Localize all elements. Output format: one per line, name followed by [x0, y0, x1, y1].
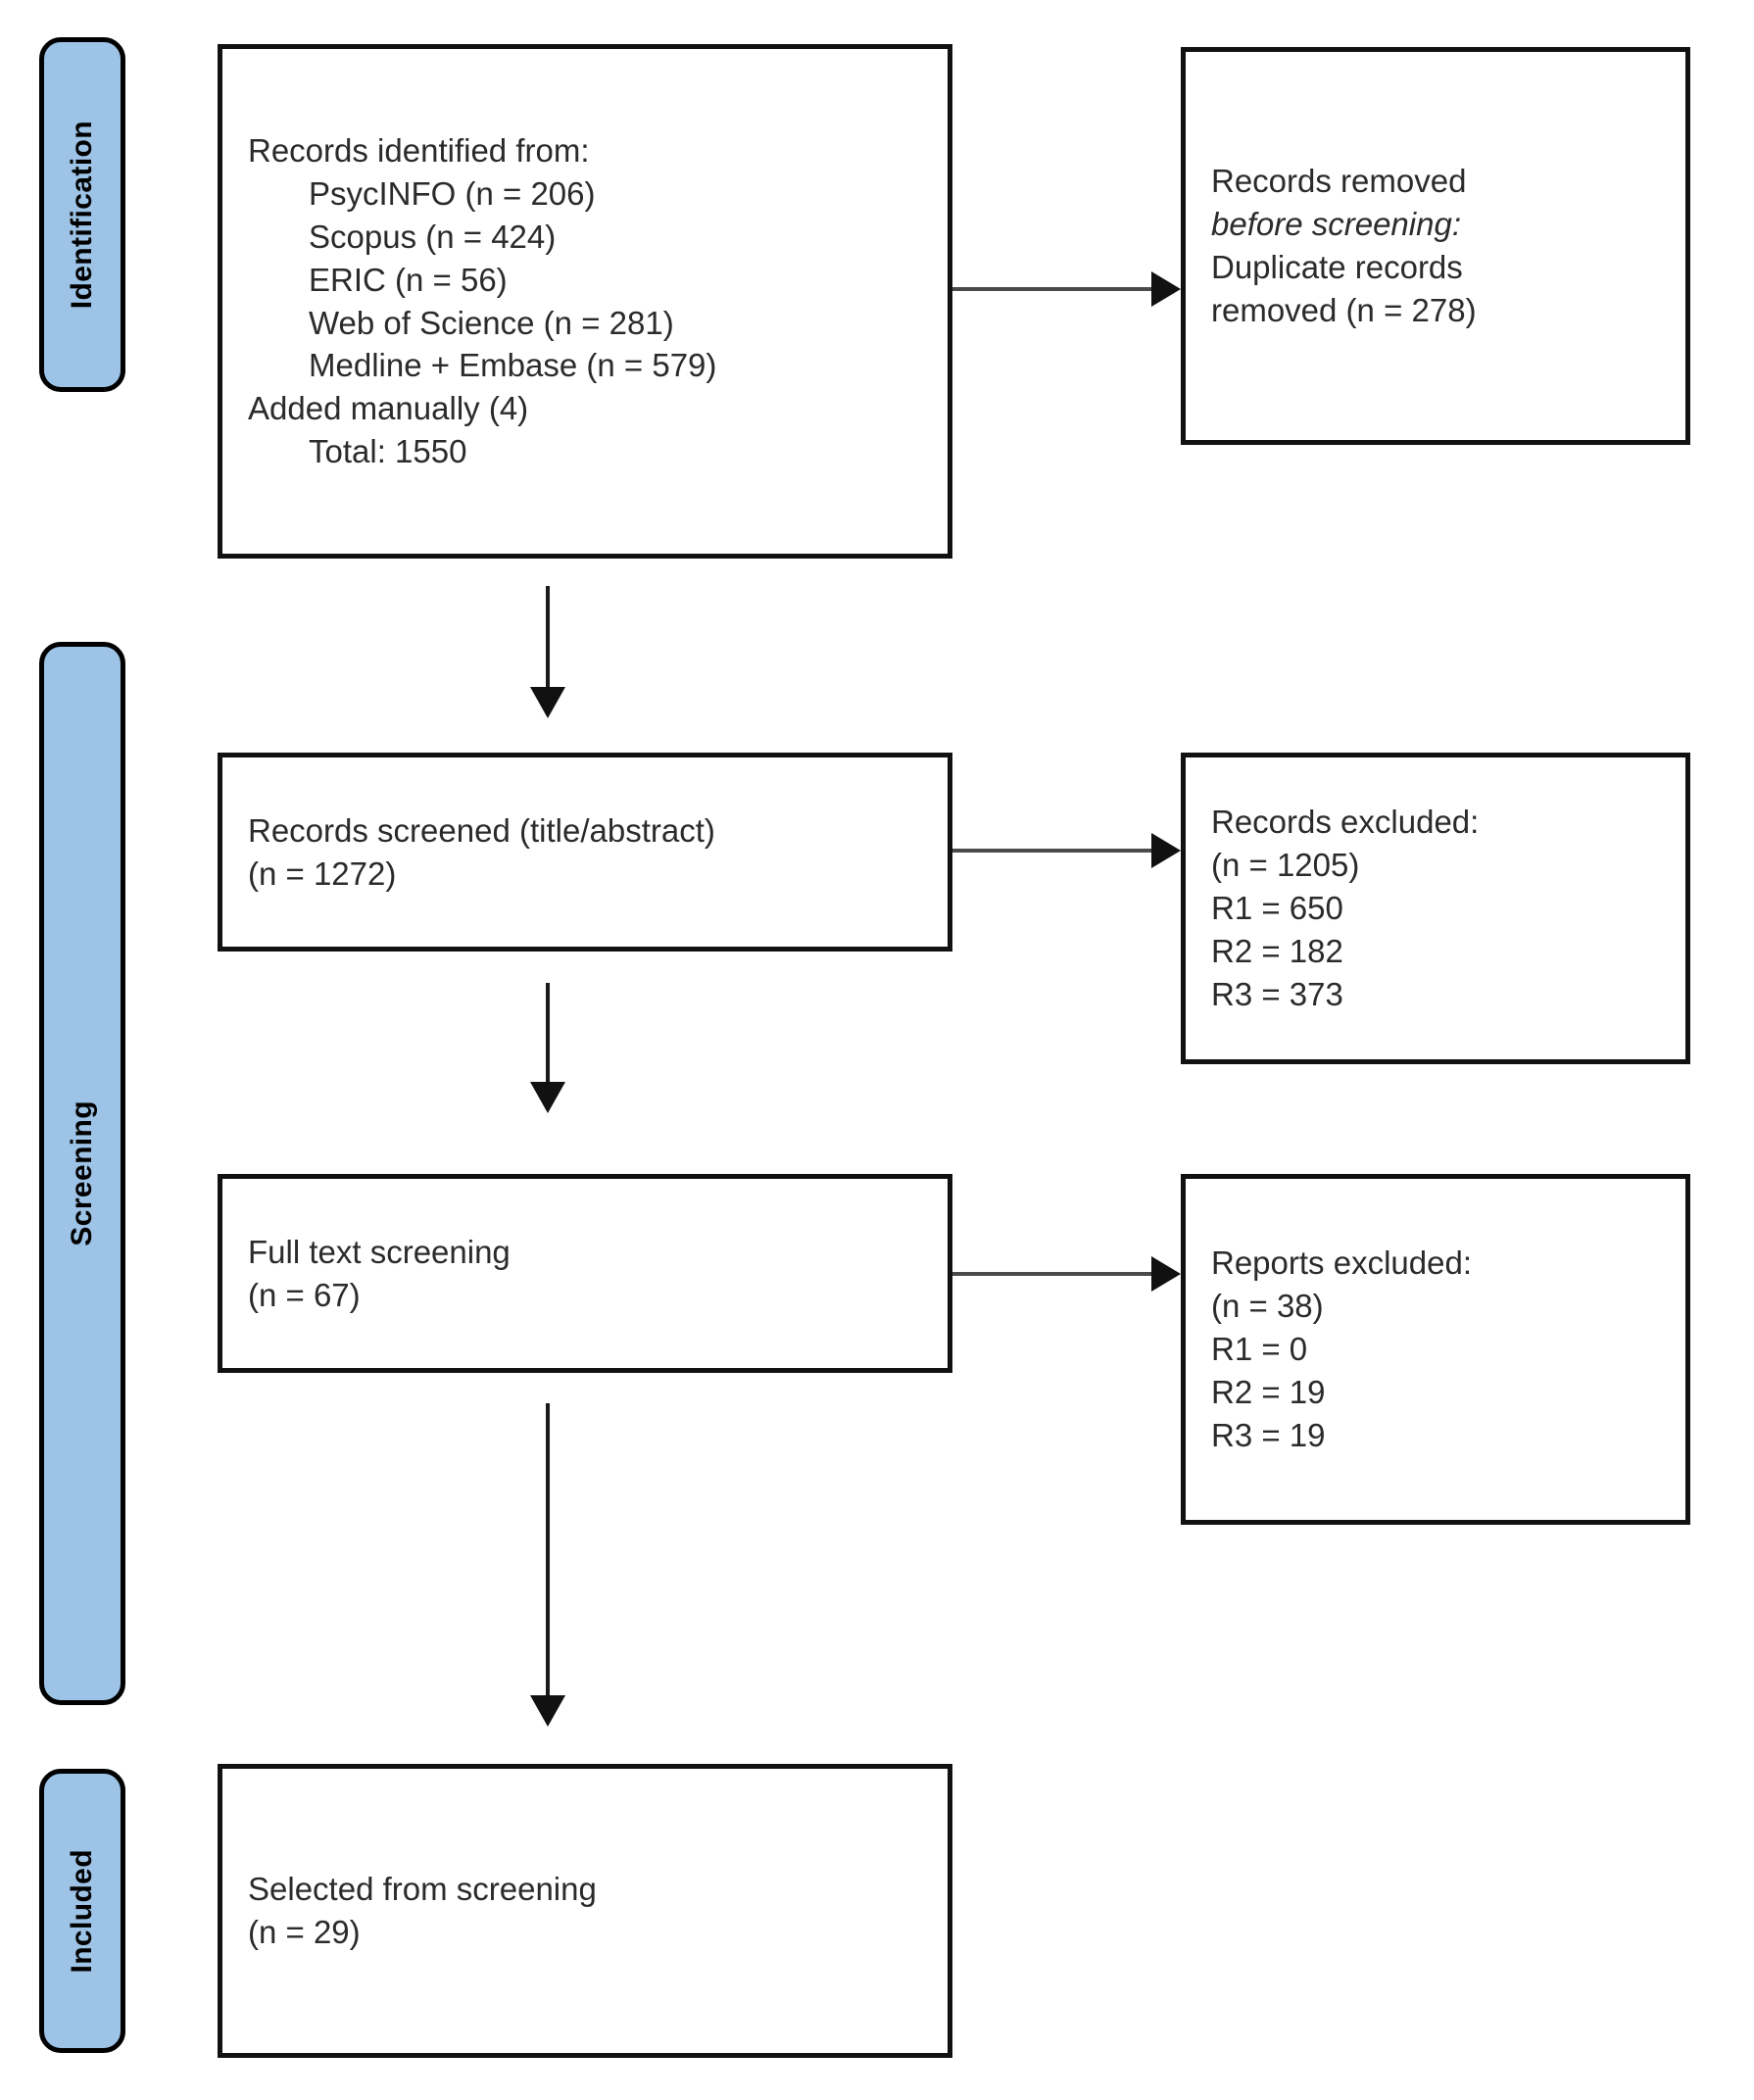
arrow-shaft	[952, 287, 1151, 291]
box-line-emphasis: before screening:	[1211, 206, 1461, 243]
box-records-screened-content: Records screened (title/abstract) (n = 1…	[222, 809, 948, 896]
box-line: ERIC (n = 56)	[309, 261, 508, 298]
box-records-excluded: Records excluded: (n = 1205) R1 = 650 R2…	[1181, 753, 1690, 1064]
box-full-text-screening-content: Full text screening (n = 67)	[222, 1231, 948, 1317]
box-line: (n = 1205)	[1211, 847, 1360, 884]
box-line: (n = 29)	[248, 1914, 361, 1950]
box-line: Scopus (n = 424)	[309, 218, 557, 255]
box-line: R1 = 0	[1211, 1331, 1308, 1368]
box-selected-from-screening-content: Selected from screening (n = 29)	[222, 1868, 948, 1954]
box-line: (n = 38)	[1211, 1288, 1324, 1325]
stage-label-included: Included	[66, 1848, 98, 1974]
box-line: Medline + Embase (n = 579)	[309, 347, 717, 384]
box-records-removed-content: Records removed before screening: Duplic…	[1186, 160, 1685, 332]
box-records-identified-content: Records identified from: PsycINFO (n = 2…	[222, 129, 948, 473]
box-line: Added manually (4)	[248, 390, 529, 427]
box-line: R3 = 373	[1211, 975, 1343, 1012]
stage-pill-identification: Identification	[39, 37, 125, 392]
box-line: Records excluded:	[1211, 804, 1480, 841]
box-line: Records removed	[1211, 163, 1467, 200]
arrow-head	[1151, 271, 1181, 307]
box-selected-from-screening: Selected from screening (n = 29)	[218, 1764, 952, 2058]
box-line: Records identified from:	[248, 132, 590, 169]
box-line: Duplicate records	[1211, 249, 1463, 285]
box-line: Records screened (title/abstract)	[248, 811, 715, 849]
box-line: Reports excluded:	[1211, 1245, 1472, 1282]
box-line: PsycINFO (n = 206)	[309, 174, 596, 212]
box-reports-excluded-content: Reports excluded: (n = 38) R1 = 0 R2 = 1…	[1186, 1242, 1685, 1456]
stage-label-screening: Screening	[66, 1100, 98, 1246]
arrow-shaft	[546, 586, 550, 687]
box-records-screened: Records screened (title/abstract) (n = 1…	[218, 753, 952, 952]
box-line: (n = 1272)	[248, 855, 397, 892]
box-line: Full text screening	[248, 1233, 511, 1270]
stage-pill-included: Included	[39, 1769, 125, 2053]
arrow-head	[530, 1082, 565, 1113]
arrow-shaft	[546, 983, 550, 1082]
stage-label-identification: Identification	[66, 120, 98, 310]
arrow-shaft	[952, 849, 1151, 853]
box-line: R2 = 182	[1211, 932, 1343, 969]
box-line: Total: 1550	[309, 433, 467, 470]
box-line: Selected from screening	[248, 1871, 597, 1908]
box-full-text-screening: Full text screening (n = 67)	[218, 1174, 952, 1373]
box-line: R3 = 19	[1211, 1416, 1326, 1453]
box-records-removed: Records removed before screening: Duplic…	[1181, 47, 1690, 445]
box-line: R1 = 650	[1211, 890, 1343, 927]
box-line: Web of Science (n = 281)	[309, 304, 674, 341]
box-reports-excluded: Reports excluded: (n = 38) R1 = 0 R2 = 1…	[1181, 1174, 1690, 1525]
arrow-head	[530, 1695, 565, 1727]
arrow-head	[1151, 833, 1181, 868]
arrow-head	[1151, 1256, 1181, 1292]
arrow-head	[530, 687, 565, 718]
box-records-identified: Records identified from: PsycINFO (n = 2…	[218, 44, 952, 559]
box-records-excluded-content: Records excluded: (n = 1205) R1 = 650 R2…	[1186, 801, 1685, 1015]
box-line: removed (n = 278)	[1211, 291, 1477, 328]
box-line: (n = 67)	[248, 1276, 361, 1313]
arrow-shaft	[546, 1403, 550, 1695]
arrow-shaft	[952, 1272, 1151, 1276]
box-line: R2 = 19	[1211, 1373, 1326, 1410]
stage-pill-screening: Screening	[39, 642, 125, 1705]
